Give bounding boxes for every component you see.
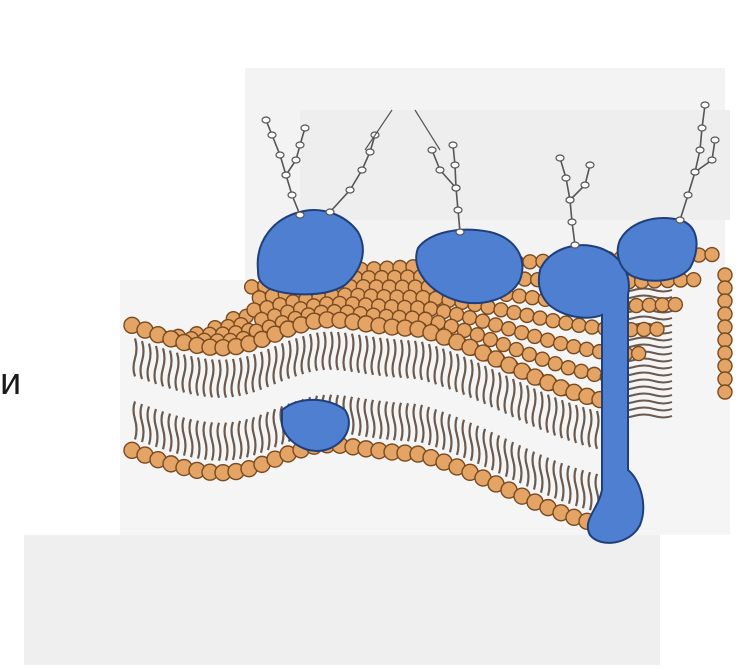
sugar-residue bbox=[556, 155, 564, 161]
phospholipid-head bbox=[533, 311, 547, 325]
phospholipid-head bbox=[718, 320, 732, 334]
phospholipid-head bbox=[489, 318, 503, 332]
sugar-residue bbox=[292, 157, 300, 163]
sugar-residue bbox=[296, 142, 304, 148]
phospholipid-head bbox=[718, 385, 732, 399]
sugar-residue bbox=[451, 162, 459, 168]
phospholipid-head bbox=[494, 303, 508, 317]
phospholipid-head bbox=[559, 316, 573, 330]
phospholipid-head bbox=[502, 322, 516, 336]
phospholipid-head bbox=[554, 337, 568, 351]
phospholipid-head bbox=[585, 320, 599, 334]
phospholipid-head bbox=[637, 322, 651, 336]
phospholipid-head bbox=[650, 322, 664, 336]
phospholipid-head bbox=[718, 307, 732, 321]
sugar-residue bbox=[698, 125, 706, 131]
sugar-residue bbox=[701, 102, 709, 108]
phospholipid-head bbox=[718, 268, 732, 282]
phospholipid-head bbox=[535, 352, 549, 366]
phospholipid-head bbox=[705, 248, 719, 262]
phospholipid-head bbox=[507, 306, 521, 320]
phospholipid-head bbox=[528, 329, 542, 343]
phospholipid-head bbox=[632, 347, 646, 361]
phospholipid-head bbox=[629, 299, 643, 313]
sugar-residue bbox=[452, 185, 460, 191]
phospholipid-head bbox=[718, 346, 732, 360]
sugar-residue bbox=[696, 147, 704, 153]
phospholipid-head bbox=[541, 333, 555, 347]
sugar-residue bbox=[358, 167, 366, 173]
sugar-residue bbox=[711, 137, 719, 143]
sugar-residue bbox=[568, 219, 576, 225]
phospholipid-head bbox=[523, 255, 537, 269]
sugar-residue bbox=[301, 125, 309, 131]
sugar-residue bbox=[691, 169, 699, 175]
phospholipid-head bbox=[580, 342, 594, 356]
sugar-residue bbox=[282, 172, 290, 178]
phospholipid-head bbox=[687, 273, 701, 287]
phospholipid-head bbox=[642, 298, 656, 312]
phospholipid-head bbox=[567, 340, 581, 354]
sugar-residue bbox=[428, 147, 436, 153]
phospholipid-head bbox=[718, 333, 732, 347]
sugar-residue bbox=[562, 175, 570, 181]
phospholipid-head bbox=[548, 357, 562, 371]
sugar-residue bbox=[566, 197, 574, 203]
phospholipid-head bbox=[655, 298, 669, 312]
phospholipid-head bbox=[587, 367, 601, 381]
sugar-residue bbox=[586, 162, 594, 168]
sugar-residue bbox=[581, 182, 589, 188]
sugar-residue bbox=[571, 242, 579, 248]
phospholipid-head bbox=[718, 281, 732, 295]
sugar-residue bbox=[449, 142, 457, 148]
slide-text-fragment: и bbox=[0, 360, 21, 404]
phospholipid-head bbox=[546, 314, 560, 328]
sugar-residue bbox=[684, 192, 692, 198]
phospholipid-head bbox=[476, 314, 490, 328]
sugar-residue bbox=[288, 192, 296, 198]
phospholipid-head bbox=[463, 311, 477, 325]
sugar-residue bbox=[366, 149, 374, 155]
phospholipid-head bbox=[509, 343, 523, 357]
sugar-residue bbox=[262, 117, 270, 123]
phospholipid-head bbox=[522, 347, 536, 361]
phospholipid-head bbox=[515, 326, 529, 340]
sugar-residue bbox=[346, 187, 354, 193]
sugar-residue bbox=[676, 217, 684, 223]
sugar-residue bbox=[708, 157, 716, 163]
phospholipid-head bbox=[561, 361, 575, 375]
phospholipid-head bbox=[512, 289, 526, 303]
phospholipid-head bbox=[718, 294, 732, 308]
phospholipid-head bbox=[718, 359, 732, 373]
phospholipid-head bbox=[574, 364, 588, 378]
phospholipid-head bbox=[718, 372, 732, 386]
phospholipid-head bbox=[520, 308, 534, 322]
phospholipid-head bbox=[525, 291, 539, 305]
sugar-residue bbox=[296, 212, 304, 218]
sugar-residue bbox=[268, 132, 276, 138]
sugar-residue bbox=[276, 152, 284, 158]
phospholipid-head bbox=[668, 298, 682, 312]
sugar-residue bbox=[456, 229, 464, 235]
phospholipid-head bbox=[572, 318, 586, 332]
phospholipid-head bbox=[483, 333, 497, 347]
phospholipid-head bbox=[496, 338, 510, 352]
sugar-residue bbox=[326, 209, 334, 215]
sugar-residue bbox=[436, 167, 444, 173]
sugar-residue bbox=[454, 207, 462, 213]
